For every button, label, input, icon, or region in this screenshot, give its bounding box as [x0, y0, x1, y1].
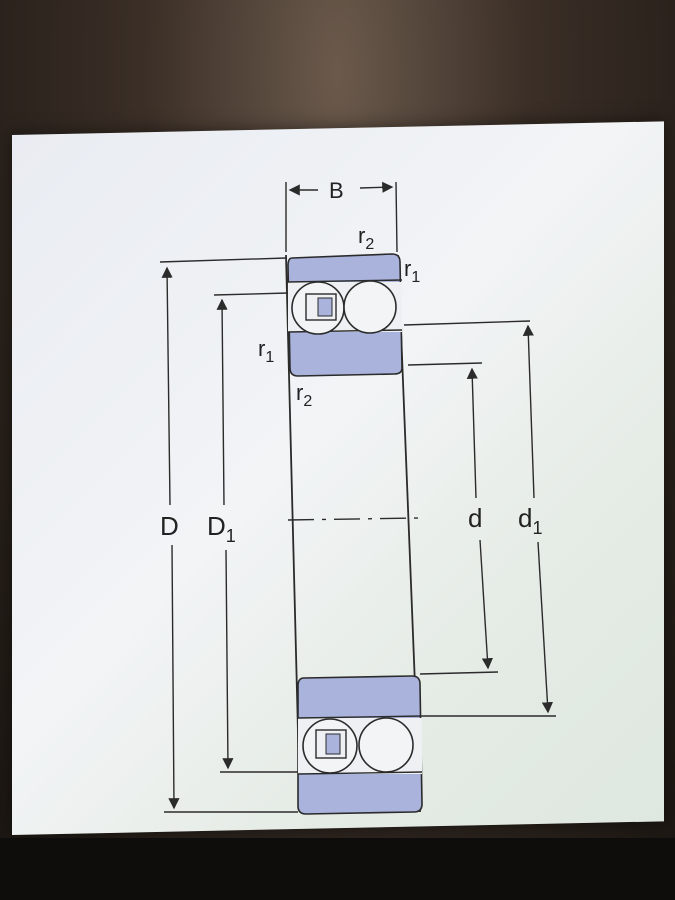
label-d1-inner-ring: d1 [518, 503, 542, 538]
dimension-lines [159, 181, 556, 813]
label-d-bore: d [468, 503, 482, 533]
label-r2-top: r2 [358, 223, 374, 253]
ball-right-top [343, 280, 397, 334]
label-d1-outer-ring: D1 [207, 511, 236, 546]
label-r1-top-right: r1 [404, 256, 420, 286]
label-b: B [329, 178, 344, 203]
ball-right-bottom [358, 717, 414, 773]
label-r2-left: r2 [296, 380, 312, 410]
label-r1-left: r1 [258, 336, 274, 366]
top-ring-section [287, 253, 403, 377]
bottom-dark-bar [0, 838, 675, 900]
bottom-ring-section [297, 675, 423, 815]
label-d-outer: D [160, 511, 179, 541]
